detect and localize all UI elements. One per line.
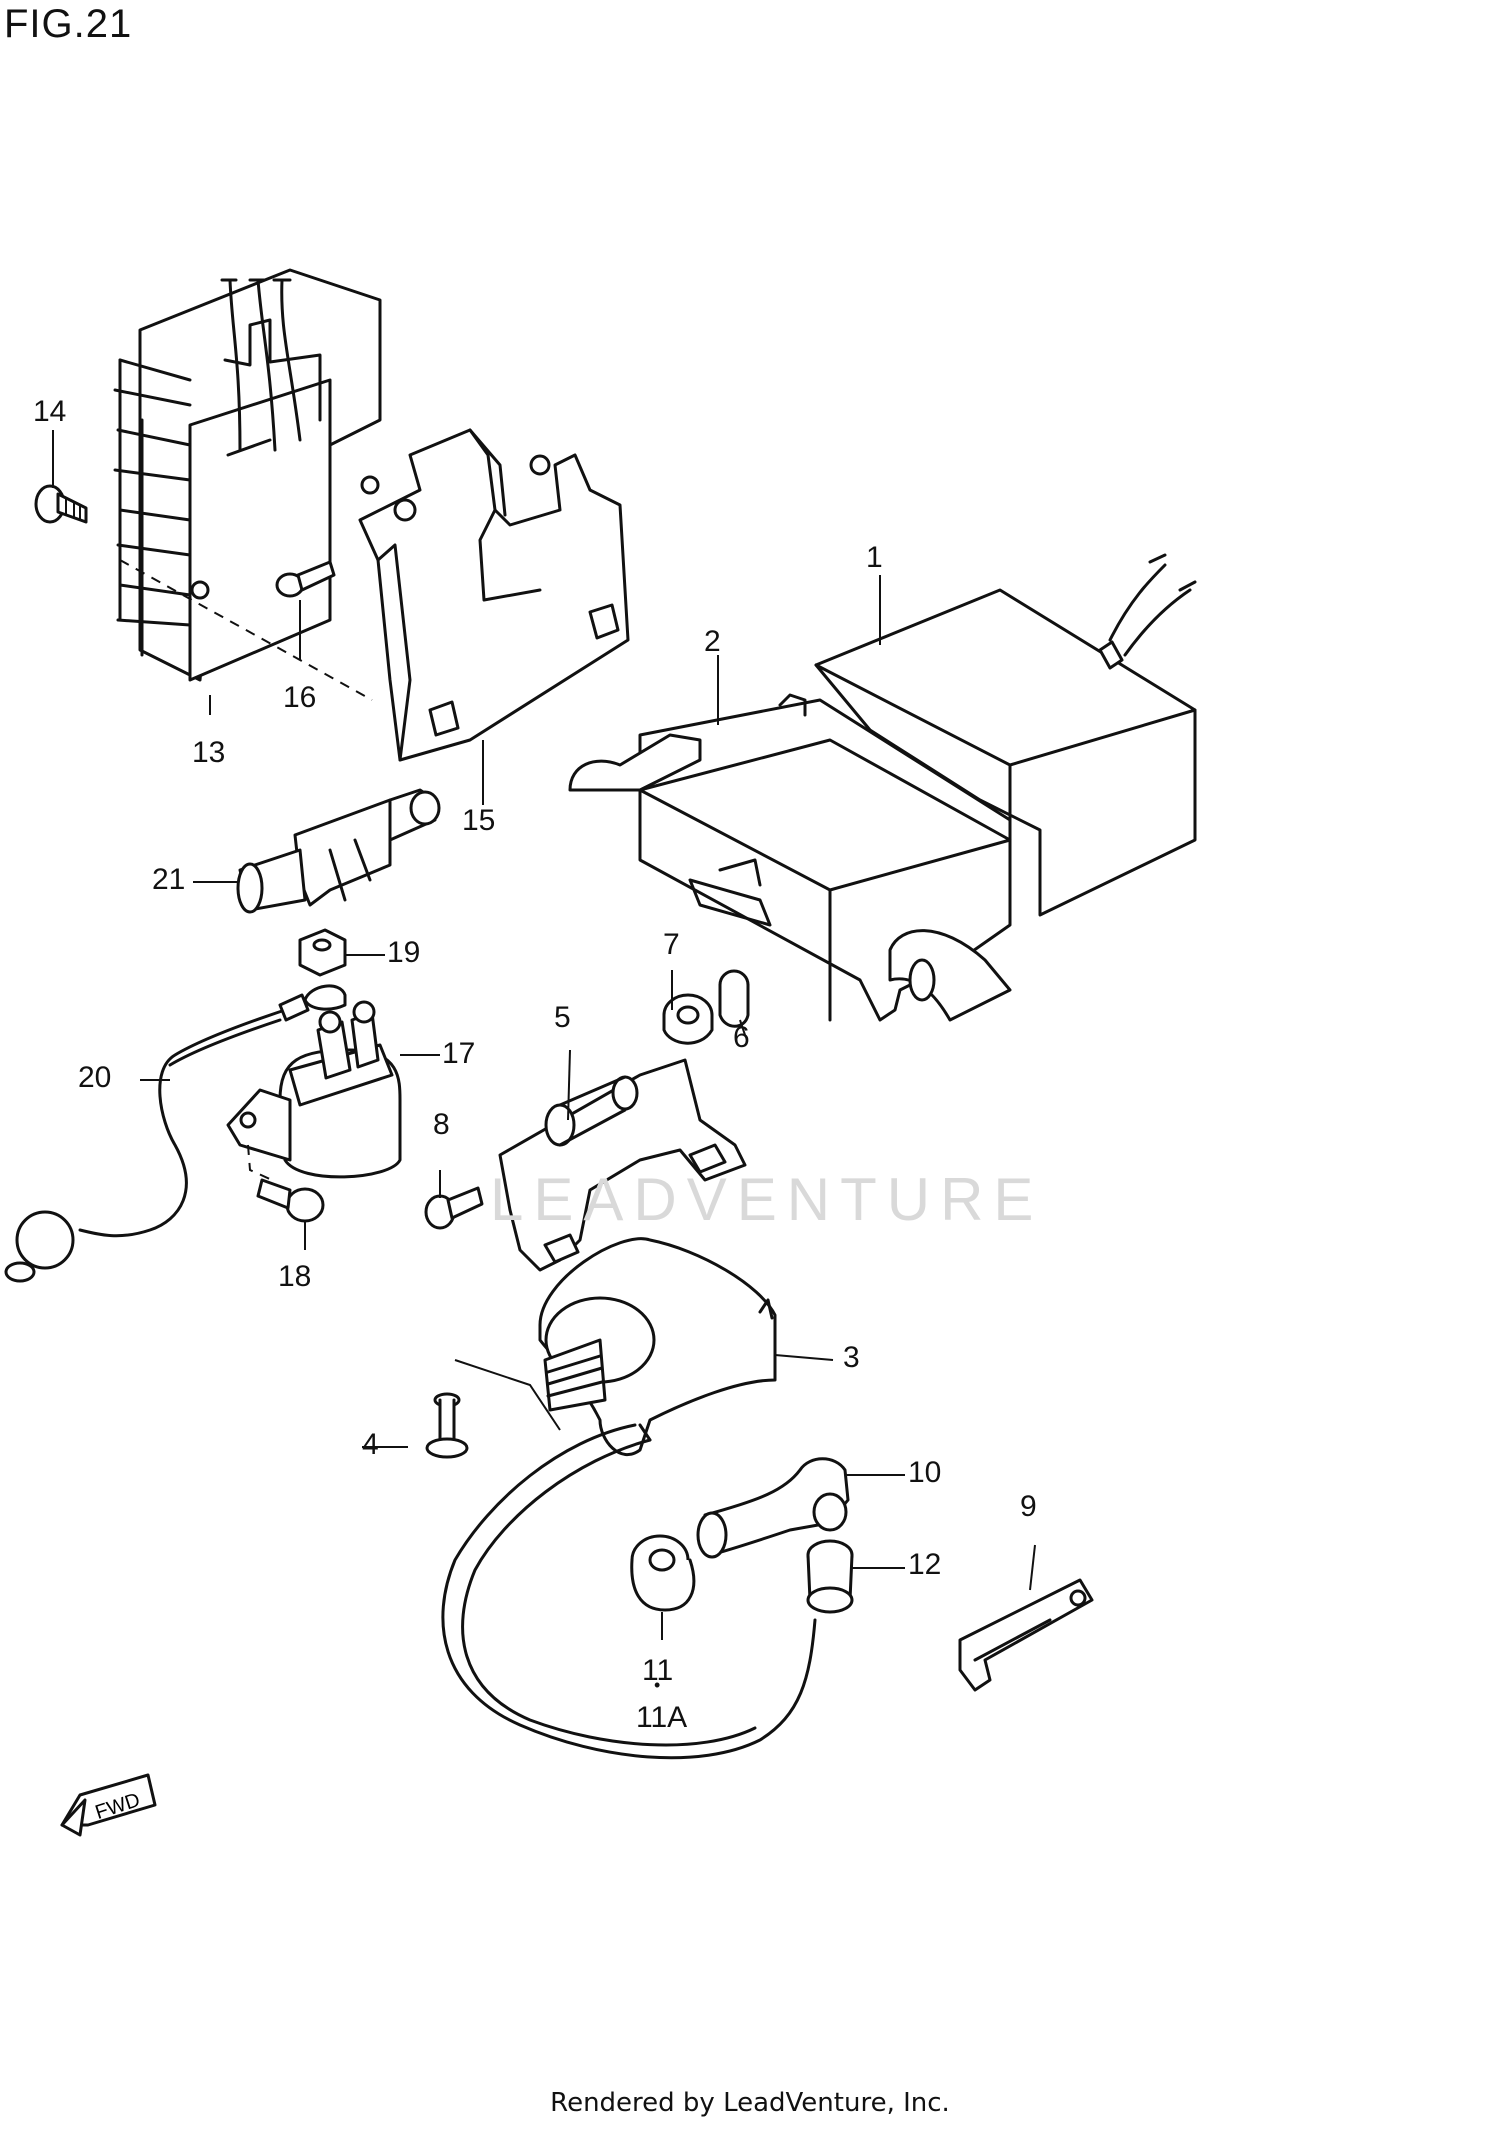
callout-19: 19 — [387, 936, 421, 969]
callout-11: 11 — [642, 1654, 674, 1687]
part-15-bracket[interactable] — [358, 428, 630, 762]
figure-title: FIG.21 — [4, 2, 133, 46]
part-3-ignition-coil[interactable] — [538, 1237, 777, 1457]
footer-credit: Rendered by LeadVenture, Inc. — [550, 2088, 950, 2118]
part-19-nut[interactable] — [298, 928, 347, 977]
callout-3: 3 — [843, 1341, 860, 1374]
part-21-cap[interactable] — [236, 788, 441, 914]
callout-14: 14 — [33, 395, 67, 428]
callout-leaders — [52, 430, 1036, 1640]
high-tension-lead — [441, 1423, 817, 1760]
part-14-bolt[interactable] — [34, 484, 88, 524]
callout-17: 17 — [442, 1037, 476, 1070]
callout-13: 13 — [192, 736, 226, 769]
part-7-grommet[interactable] — [662, 993, 714, 1045]
part-9-clamp[interactable] — [958, 1578, 1094, 1692]
callout-7: 7 — [663, 928, 680, 961]
part-4-bolt[interactable] — [425, 1392, 469, 1459]
callout-6: 6 — [733, 1021, 750, 1054]
leader-line-4 — [454, 1359, 561, 1431]
part-16-bolt[interactable] — [275, 560, 336, 598]
part-17-starter-relay[interactable] — [226, 984, 402, 1179]
callout-16: 16 — [283, 681, 317, 714]
part-12-grommet[interactable] — [806, 1539, 854, 1614]
callout-20: 20 — [78, 1061, 112, 1094]
part-6-collar[interactable] — [718, 969, 750, 1028]
callout-5: 5 — [554, 1001, 571, 1034]
callout-2: 2 — [704, 625, 721, 658]
part-18-screw[interactable] — [256, 1178, 325, 1223]
part-11-boot[interactable] — [630, 1534, 696, 1612]
part-10-plug-cap[interactable] — [696, 1457, 850, 1559]
leader-dashed-13 — [119, 559, 373, 701]
callout-8: 8 — [433, 1108, 450, 1141]
callout-12: 12 — [908, 1548, 942, 1581]
watermark-text: LEADVENTURE — [490, 1166, 1044, 1233]
part-5-bracket[interactable] — [498, 1058, 747, 1272]
callout-10: 10 — [908, 1456, 942, 1489]
callout-21: 21 — [152, 863, 186, 896]
fwd-arrow-icon: FWD — [60, 1773, 157, 1837]
callout-11A: 11A — [636, 1701, 688, 1734]
callout-1: 1 — [866, 541, 883, 574]
callout-11-separator: • — [654, 1675, 661, 1695]
part-8-bolt[interactable] — [424, 1186, 484, 1230]
callout-18: 18 — [278, 1260, 312, 1293]
leader-dashed-17 — [247, 1144, 273, 1181]
part-20-lead-wire[interactable] — [4, 993, 310, 1283]
part-2-unit[interactable] — [568, 693, 1012, 1022]
callout-15: 15 — [462, 804, 496, 837]
callout-4: 4 — [362, 1428, 379, 1461]
part-13-regulator[interactable] — [113, 268, 382, 682]
callout-9: 9 — [1020, 1490, 1037, 1523]
